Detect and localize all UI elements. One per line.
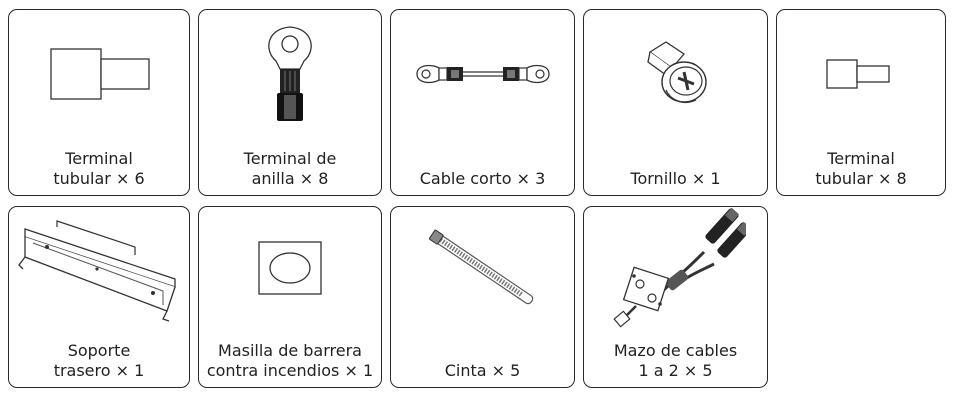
item-card-tubular-terminal-8: Terminal tubular × 8 [776, 9, 946, 196]
item-card-rear-bracket: Soporte trasero × 1 [8, 206, 190, 388]
item-card-cable-tie: Cinta × 5 [390, 206, 575, 388]
ring-terminal-icon [268, 26, 312, 121]
cable-harness-icon [612, 207, 746, 328]
item-card-screw: Tornillo × 1 [583, 9, 768, 196]
item-card-cable-harness: Mazo de cables 1 a 2 × 5 [583, 206, 768, 388]
item-card-tubular-terminal-6: Terminal tubular × 6 [8, 9, 190, 196]
item-label: Masilla de barrera contra incendios × 1 [206, 341, 374, 380]
item-label: Mazo de cables 1 a 2 × 5 [613, 341, 738, 380]
rear-bracket-icon [17, 220, 176, 322]
item-label: Soporte trasero × 1 [53, 341, 145, 380]
item-label: Terminal tubular × 8 [815, 149, 907, 188]
item-label: Tornillo × 1 [630, 169, 721, 188]
item-card-short-cable: Cable corto × 3 [390, 9, 575, 196]
item-label: Cable corto × 3 [419, 169, 546, 188]
item-label: Cinta × 5 [444, 361, 521, 380]
short-cable-icon [415, 64, 550, 83]
cable-tie-icon [428, 229, 533, 305]
tubular-terminal-icon [826, 58, 890, 89]
screw-icon [646, 40, 707, 103]
item-card-fire-barrier-putty: Masilla de barrera contra incendios × 1 [198, 206, 382, 388]
item-card-ring-terminal: Terminal de anilla × 8 [198, 9, 382, 196]
item-label: Terminal de anilla × 8 [243, 149, 337, 188]
item-label: Terminal tubular × 6 [53, 149, 145, 188]
putty-icon [258, 241, 322, 295]
tubular-terminal-icon [50, 47, 150, 100]
